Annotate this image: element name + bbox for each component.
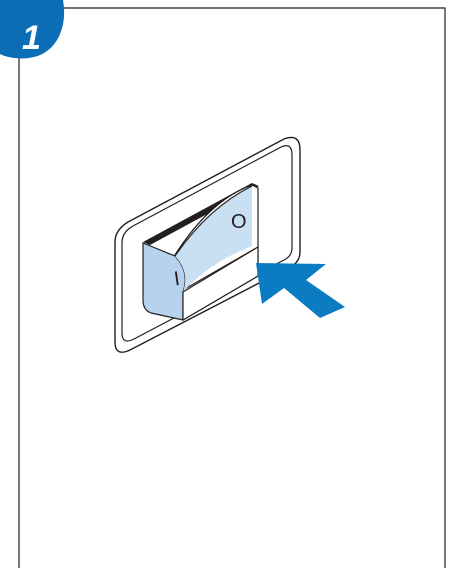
press-arrow-icon: [256, 263, 345, 318]
switch-off-mark: O: [231, 211, 247, 233]
step-badge: 1: [0, 0, 64, 58]
step-number: 1: [22, 19, 41, 57]
